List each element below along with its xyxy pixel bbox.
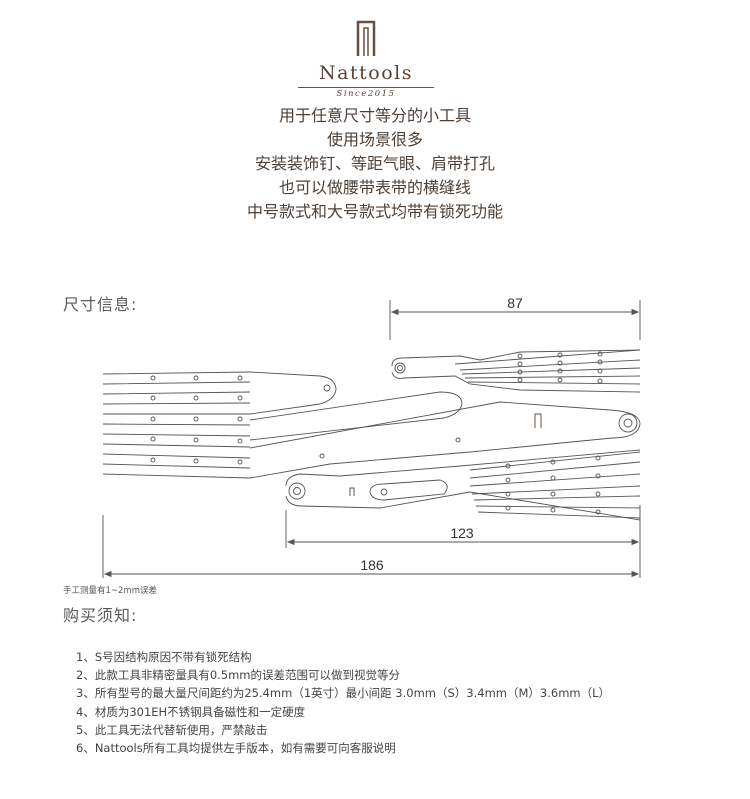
brand-name: Nattools: [319, 62, 413, 84]
brand-logo: Nattools Since2015: [296, 14, 436, 99]
notice-list: 1、S号因结构原因不带有锁死结构 2、此款工具非精密量具有0.5mm的误差范围可…: [76, 648, 736, 757]
list-item: 3、所有型号的最大量尺间距约为25.4mm（1英寸）最小间距 3.0mm（S）3…: [76, 686, 611, 701]
brand-divider: [298, 87, 434, 88]
list-item: 6、Nattools所有工具均提供左手版本，如有需要可向客服说明: [76, 741, 396, 756]
intro-text: 用于任意尺寸等分的小工具 使用场景很多 安装装饰钉、等距气眼、肩带打孔 也可以做…: [150, 104, 600, 224]
intro-line: 用于任意尺寸等分的小工具: [278, 106, 471, 125]
size-section-title: 尺寸信息:: [63, 295, 138, 314]
intro-line: 中号款式和大号款式均带有锁死功能: [246, 202, 503, 221]
brand-mark-icon: [356, 20, 376, 56]
dimension-186: 186: [360, 557, 384, 573]
list-item: 2、此款工具非精密量具有0.5mm的误差范围可以做到视觉等分: [76, 668, 401, 683]
brand-since: Since2015: [336, 89, 396, 99]
intro-line: 安装装饰钉、等距气眼、肩带打孔: [254, 154, 495, 173]
dimension-123: 123: [450, 525, 474, 541]
tolerance-note: 手工测量有1~2mm误差: [63, 586, 157, 596]
tool-diagram: 87 123 186: [102, 295, 641, 578]
list-item: 5、此工具无法代替斩使用，严禁敲击: [76, 722, 268, 737]
intro-line: 使用场景很多: [326, 130, 423, 149]
dimension-87: 87: [507, 295, 523, 311]
list-item: 1、S号因结构原因不带有锁死结构: [76, 650, 252, 664]
engraved-logo-icon: [349, 413, 542, 496]
list-item: 4、材质为301EH不锈钢具备磁性和一定硬度: [76, 704, 306, 719]
notice-section-title: 购买须知:: [63, 606, 138, 625]
intro-line: 也可以做腰带表带的横缝线: [278, 178, 471, 197]
